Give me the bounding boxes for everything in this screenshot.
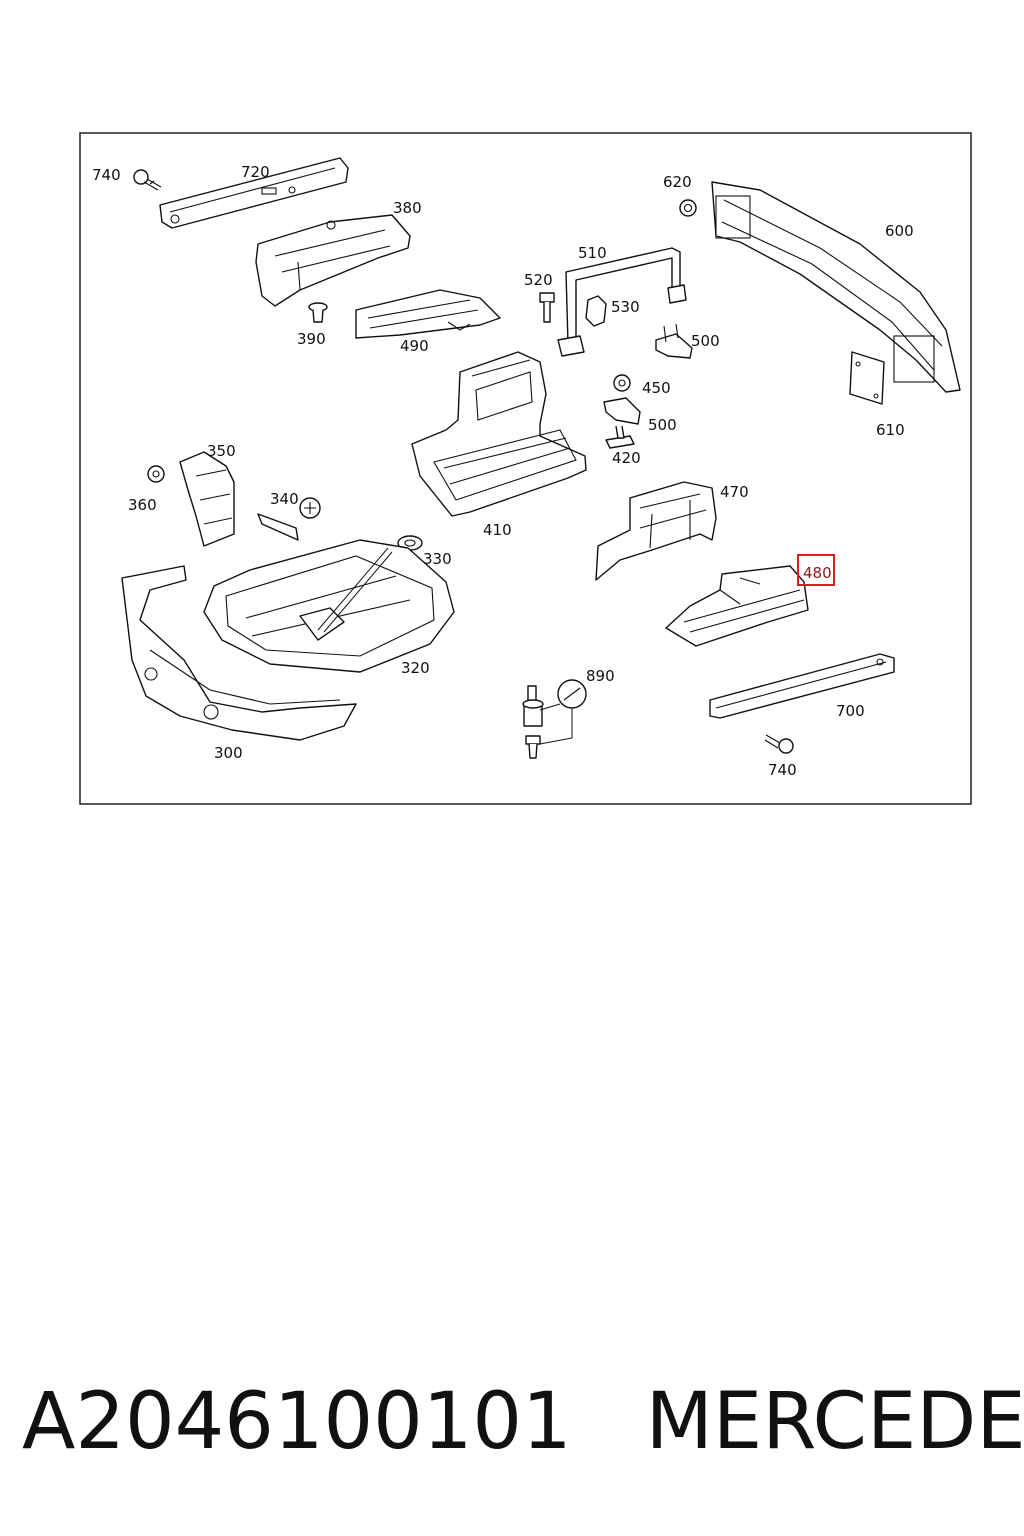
- callout-470: 470: [720, 483, 749, 501]
- part-620-nut: [679, 199, 697, 217]
- callout-410: 410: [483, 521, 512, 539]
- brand-name: MERCEDES: [645, 1377, 1024, 1467]
- part-490-plate: [355, 289, 501, 339]
- callout-320: 320: [401, 659, 430, 677]
- part-700-bar: [709, 653, 895, 719]
- callout-530: 530: [611, 298, 640, 316]
- callout-390: 390: [297, 330, 326, 348]
- caption: A2046100101 MERCEDES: [22, 1372, 1024, 1472]
- callout-420: 420: [612, 449, 641, 467]
- part-390-clip: [308, 302, 328, 323]
- callout-620: 620: [663, 173, 692, 191]
- callout-480: 480: [803, 564, 832, 582]
- callout-330: 330: [423, 550, 452, 568]
- part-330-grommet: [397, 535, 423, 551]
- part-410-tray: [411, 351, 587, 517]
- part-450-nut: [613, 374, 631, 392]
- callout-520: 520: [524, 271, 553, 289]
- part-300-rear-panel: [121, 565, 357, 741]
- callout-300: 300: [214, 744, 243, 762]
- callout-450: 450: [642, 379, 671, 397]
- part-740-screw-top: [133, 169, 162, 191]
- callout-350: 350: [207, 442, 236, 460]
- part-420-stud: [605, 425, 635, 449]
- callout-380: 380: [393, 199, 422, 217]
- part-500-bracket-upper: [655, 323, 693, 359]
- callout-740-top: 740: [92, 166, 121, 184]
- part-740-screw-bottom: [764, 734, 794, 754]
- callout-500-lower: 500: [648, 416, 677, 434]
- part-380-bracket: [255, 214, 411, 307]
- part-720-crossmember: [159, 157, 349, 229]
- callout-480-highlight-box: [797, 554, 835, 586]
- part-530-clip: [585, 295, 607, 327]
- callout-490: 490: [400, 337, 429, 355]
- part-510-strap: [557, 247, 687, 357]
- part-500-bracket-lower: [603, 397, 641, 425]
- callout-510: 510: [578, 244, 607, 262]
- part-350-bracket: [179, 451, 235, 547]
- callout-610: 610: [876, 421, 905, 439]
- callout-600: 600: [885, 222, 914, 240]
- part-600-beam: [711, 181, 961, 393]
- callout-890: 890: [586, 667, 615, 685]
- callout-340: 340: [270, 490, 299, 508]
- part-470-bracket: [595, 481, 717, 581]
- part-340-bolt: [257, 497, 321, 541]
- callout-700: 700: [836, 702, 865, 720]
- callout-740-bottom: 740: [768, 761, 797, 779]
- part-320-wheel-well: [203, 539, 455, 673]
- part-520-bolt: [539, 292, 555, 323]
- part-360-nut: [147, 465, 165, 483]
- part-890-fasteners: [522, 679, 587, 759]
- part-number: A2046100101: [22, 1377, 572, 1467]
- callout-720: 720: [241, 163, 270, 181]
- callout-360: 360: [128, 496, 157, 514]
- callout-500-upper: 500: [691, 332, 720, 350]
- part-610-plate: [849, 351, 885, 405]
